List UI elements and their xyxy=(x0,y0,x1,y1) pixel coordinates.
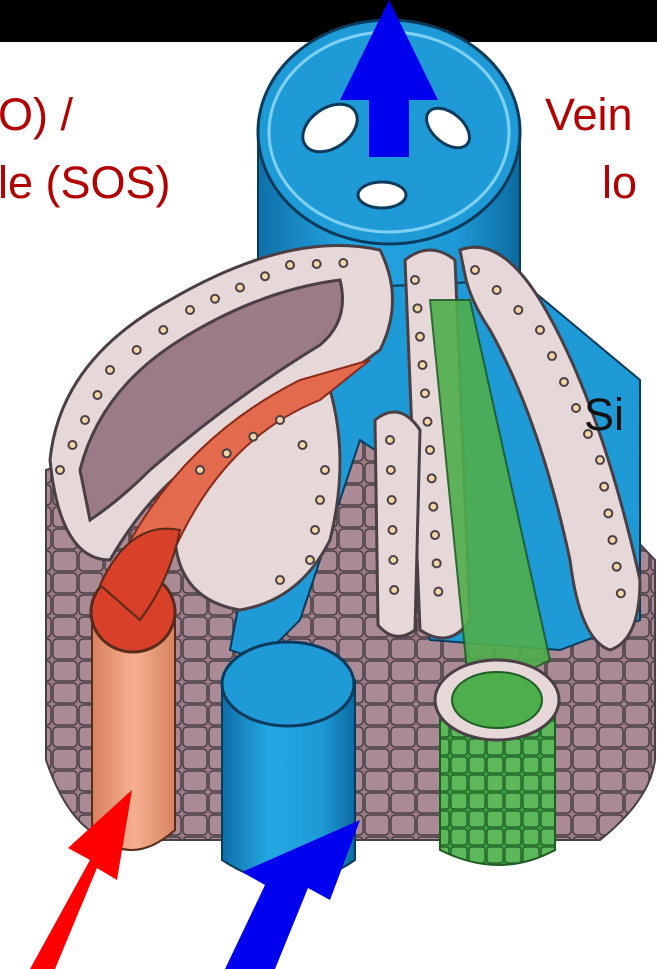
label-left-line2: le (SOS) xyxy=(0,160,171,205)
label-right-mid: Si xyxy=(584,392,624,437)
label-left-line1: O) / xyxy=(0,92,73,137)
label-right-line2: lo xyxy=(602,160,637,205)
label-right-line1: Vein xyxy=(545,92,633,137)
